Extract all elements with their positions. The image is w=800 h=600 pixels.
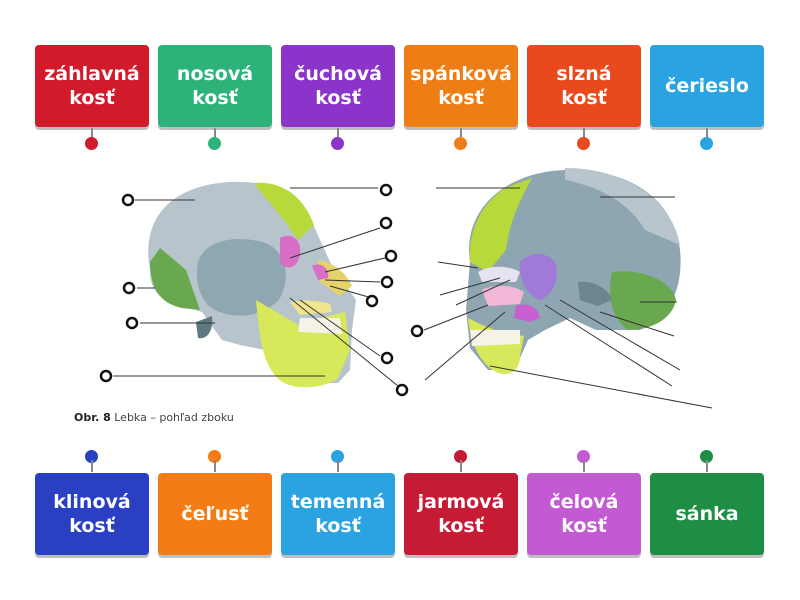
figure-caption-text: Lebka – pohľad zboku (114, 411, 234, 424)
tile-celova-kost[interactable]: čelová kosť (527, 473, 641, 555)
pin-stem (583, 460, 585, 472)
figure-caption: Obr. 8 Lebka – pohľad zboku (74, 411, 234, 424)
right-skull-illustration (466, 168, 681, 374)
figure-number: Obr. 8 (74, 411, 111, 424)
drop-target-11 (412, 326, 422, 336)
pin-stem (706, 460, 708, 472)
drop-target-9 (397, 385, 407, 395)
tile-temenna-kost[interactable]: temenná kosť (281, 473, 395, 555)
drop-target-2 (381, 218, 391, 228)
tile-jarmova-kost[interactable]: jarmová kosť (404, 473, 518, 555)
drop-target-4 (382, 277, 392, 287)
tile-sanka[interactable]: sánka (650, 473, 764, 555)
pin-stem (337, 460, 339, 472)
pin-stem (91, 460, 93, 472)
pin-stem (214, 460, 216, 472)
drop-target-8 (382, 353, 392, 363)
drop-target-10 (101, 371, 111, 381)
pin-stem (460, 460, 462, 472)
drop-target-5 (367, 296, 377, 306)
tile-klinova-kost[interactable]: klinová kosť (35, 473, 149, 555)
drop-target-6 (124, 283, 134, 293)
drop-target-1 (381, 185, 391, 195)
left-skull-illustration (148, 182, 356, 387)
tile-celust[interactable]: čeľusť (158, 473, 272, 555)
drop-target-3 (386, 251, 396, 261)
drop-target-occipital (123, 195, 133, 205)
drop-target-7 (127, 318, 137, 328)
